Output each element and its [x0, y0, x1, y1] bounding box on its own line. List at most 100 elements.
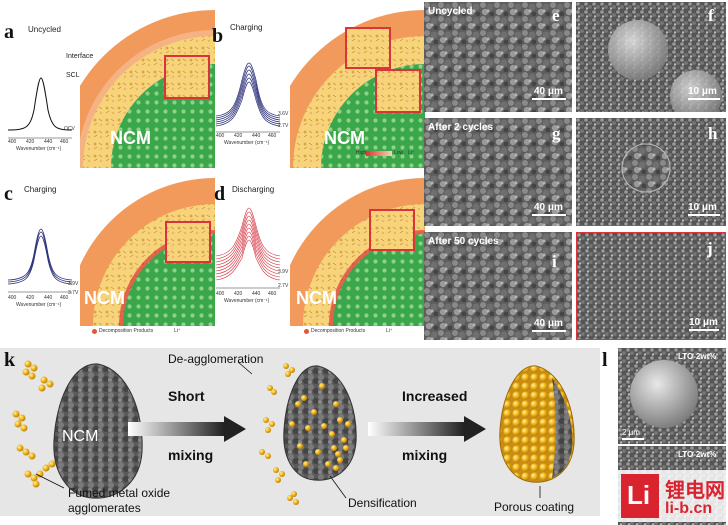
- panel-k-ncm: NCM: [62, 428, 99, 445]
- sem-h-scale: 10 μm: [688, 202, 717, 213]
- sem-i-scalebar: [532, 330, 566, 332]
- panel-a-tick-0: 400: [8, 139, 17, 145]
- sem-e-scalebar: [532, 98, 566, 100]
- panel-b-xlabel: Wavenumber (cm⁻¹): [224, 140, 270, 146]
- porous-coated-particle: [499, 365, 575, 483]
- sem-f-scalebar: [688, 98, 720, 100]
- panel-b-legend-low: Low: [394, 150, 404, 156]
- panel-d-volt-top: 3.9V: [278, 269, 289, 275]
- densification-label: Densification: [348, 496, 417, 510]
- panel-c-title: Charging: [24, 185, 57, 194]
- watermark-cn: 锂电网: [665, 480, 725, 502]
- panel-k-letter: k: [4, 349, 16, 371]
- raman-spectrum-c: [7, 228, 73, 293]
- panel-b-legend-bar: [366, 151, 392, 156]
- panel-k: k NCM Short mixing De-agglomeration: [0, 340, 600, 525]
- raman-spectrum-b: [215, 62, 281, 133]
- sem-g-scalebar: [532, 214, 566, 216]
- sem-f-letter: f: [708, 6, 714, 25]
- panel-a-letter: a: [4, 21, 14, 43]
- sem-g-scale: 40 μm: [534, 202, 563, 213]
- ncm-particle-b: [290, 10, 425, 168]
- panel-c-ncm: NCM: [84, 288, 125, 308]
- panel-d-xlabel: Wavenumber (cm⁻¹): [224, 298, 270, 304]
- panel-c-legend-dp: Decomposition Products: [99, 328, 154, 334]
- panel-c-tick-3: 460: [60, 295, 69, 301]
- panel-c-letter: c: [4, 183, 13, 205]
- panel-a: a Uncycled OCV 400 420 440 460 Wavenumbe…: [0, 0, 215, 170]
- increased-label: Increased: [402, 388, 468, 404]
- panel-a-tick-3: 460: [60, 139, 69, 145]
- decomposition-dot-icon: [304, 329, 309, 334]
- increased-mixing-arrow-icon: [368, 416, 486, 442]
- sem-g-letter: g: [552, 124, 561, 143]
- agglomerates-label: agglomerates: [68, 501, 141, 515]
- l-top-scalebar: [622, 438, 644, 440]
- panel-d-legend-dp: Decomposition Products: [311, 328, 366, 334]
- sem-i-scale: 40 μm: [534, 318, 563, 329]
- panel-b: b Charging 3.6V 2.7V 400 420 440 460 Wav…: [210, 0, 425, 170]
- l-top-scale: 2 μm: [622, 428, 640, 437]
- sem-panel-g: After 2 cycles g 40 μm: [424, 118, 572, 226]
- watermark-logo: Li: [621, 474, 659, 518]
- panel-b-tick-1: 420: [234, 133, 243, 139]
- watermark-url: li-b.cn: [665, 500, 713, 517]
- panel-a-scl-label: SCL: [66, 72, 80, 79]
- panel-d: d Discharging 3.9V 2.7V 400 420 440 460 …: [210, 170, 425, 340]
- mixing1-label: mixing: [168, 447, 214, 463]
- panel-b-letter: b: [212, 25, 224, 47]
- panel-l-letter: l: [602, 349, 608, 371]
- fumed-agglomerates-left: [12, 360, 56, 488]
- panel-b-ncm: NCM: [324, 128, 365, 148]
- panel-d-title: Discharging: [232, 185, 275, 194]
- sem-i-title: After 50 cycles: [428, 236, 499, 247]
- panel-d-tick-3: 460: [268, 291, 277, 297]
- sem-panel-j: j 10 μm: [576, 232, 726, 340]
- panel-c-legend-li: Li⁺: [174, 328, 181, 334]
- panel-d-letter: d: [214, 183, 226, 205]
- sem-e-letter: e: [552, 6, 560, 25]
- sem-e-scale: 40 μm: [534, 86, 563, 97]
- l-bottom-label: LTO-2wt%: [678, 450, 717, 459]
- panel-b-tick-2: 440: [252, 133, 261, 139]
- panel-d-legend-li: Li⁺: [386, 328, 393, 334]
- porous-label: Porous coating: [494, 500, 575, 514]
- sem-panel-i: After 50 cycles i 40 μm: [424, 232, 572, 340]
- sem-e-title: Uncycled: [428, 6, 473, 17]
- panel-b-legend-high: High: [356, 150, 367, 156]
- panel-b-tick-3: 460: [268, 133, 277, 139]
- sem-panel-h: h 10 μm: [576, 118, 726, 226]
- l-top-label: LTO-2wt%: [678, 352, 717, 361]
- panel-b-legend-li: Li⁺: [408, 150, 415, 156]
- short-mixing-arrow-icon: [128, 416, 246, 442]
- sem-panel-f: f 10 μm: [576, 2, 726, 112]
- watermark: Li 锂电网 li-b.cn: [617, 470, 728, 522]
- ncm-particle-d: [290, 178, 425, 326]
- panel-b-volt-top: 3.6V: [278, 111, 289, 117]
- ncm-particle-k: [53, 363, 143, 499]
- raman-spectrum-a: [7, 77, 73, 139]
- ncm-particle-c: [80, 178, 215, 326]
- ncm-particle-a: [80, 10, 215, 168]
- panel-a-xlabel: Wavenumber (cm⁻¹): [16, 146, 62, 152]
- decomposition-dot-icon: [92, 329, 97, 334]
- sem-panel-e: Uncycled e 40 μm: [424, 2, 572, 112]
- panel-a-interface-label: Interface: [66, 53, 94, 60]
- sem-h-scalebar: [688, 214, 720, 216]
- panel-b-tick-0: 400: [216, 133, 225, 139]
- panel-c-tick-1: 420: [26, 295, 35, 301]
- panel-c-volt-bottom: 3.7V: [68, 290, 79, 296]
- panel-c: c Charging 3.9V 3.7V 400 420 440 460 Wav…: [0, 170, 215, 340]
- panel-d-tick-2: 440: [252, 291, 261, 297]
- panel-a-title: Uncycled: [28, 25, 61, 34]
- sem-j-letter: j: [707, 239, 713, 258]
- panel-d-tick-0: 400: [216, 291, 225, 297]
- sem-j-scalebar: [689, 329, 719, 331]
- panel-d-volt-bottom: 2.7V: [278, 283, 289, 289]
- sem-j-scale: 10 μm: [689, 317, 718, 328]
- panel-b-volt-bottom: 2.7V: [278, 123, 289, 129]
- fumed-label: Fumed metal oxide: [68, 486, 171, 500]
- raman-spectrum-d: [215, 207, 281, 289]
- panel-c-xlabel: Wavenumber (cm⁻¹): [16, 302, 62, 308]
- panel-b-title: Charging: [230, 23, 263, 32]
